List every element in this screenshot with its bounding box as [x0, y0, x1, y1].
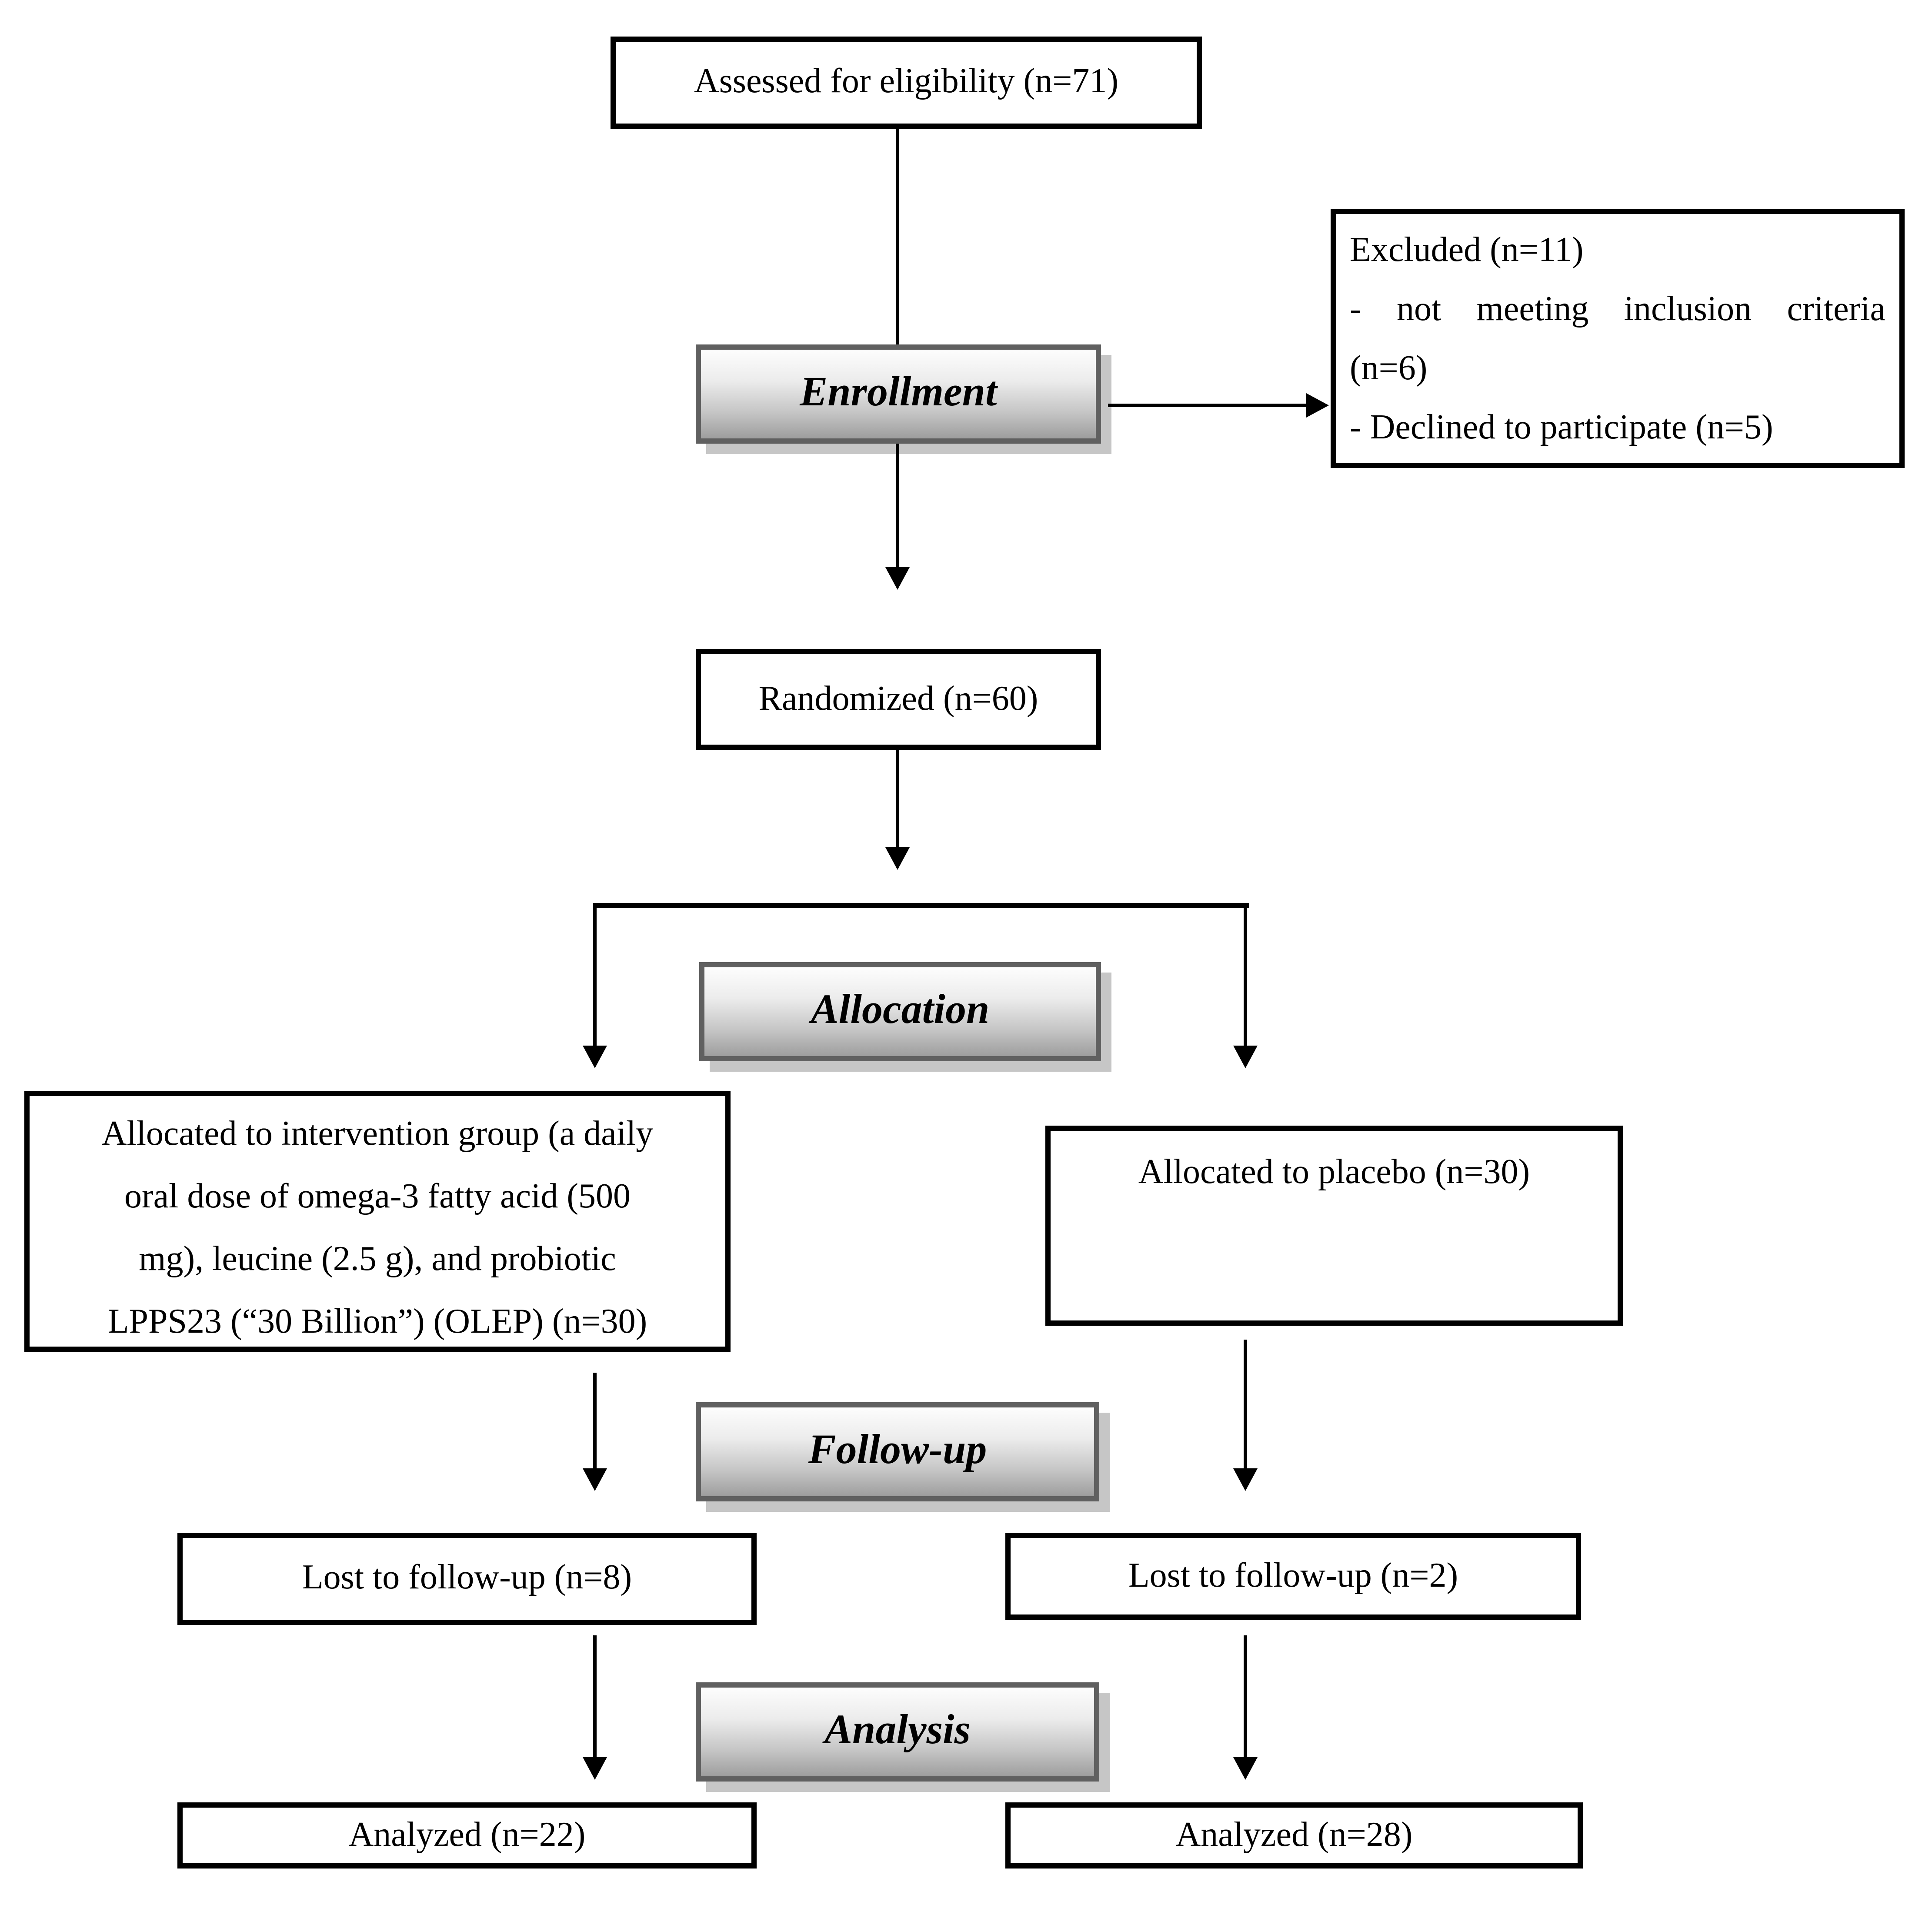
box-allocated-intervention: Allocated to intervention group (a daily…: [24, 1091, 731, 1352]
stage-label-allocation: Allocation: [811, 988, 990, 1033]
arrowhead-allocation-left: [583, 1046, 607, 1068]
stage-label-followup: Follow-up: [808, 1428, 987, 1474]
line-lost-right-to-analyzed: [1244, 1635, 1247, 1757]
box-excluded: Excluded (n=11) - not meeting inclusion …: [1331, 209, 1905, 468]
lost-intervention-label: Lost to follow-up (n=8): [302, 1559, 632, 1597]
box-assessed-eligibility: Assessed for eligibility (n=71): [611, 37, 1202, 129]
stage-box-followup: Follow-up: [696, 1402, 1099, 1501]
intervention-line-1: Allocated to intervention group (a daily: [101, 1115, 654, 1153]
excluded-line-title: Excluded (n=11): [1350, 231, 1584, 270]
arrowhead-lost-right: [1233, 1468, 1258, 1491]
line-randomized-to-branch: [896, 750, 899, 847]
box-analyzed-placebo: Analyzed (n=28): [1005, 1802, 1583, 1869]
excluded-line-declined: - Declined to participate (n=5): [1350, 409, 1773, 447]
arrowhead-analyzed-left: [583, 1757, 607, 1780]
line-branch-left: [593, 908, 597, 1046]
stage-label-enrollment: Enrollment: [800, 371, 997, 416]
line-enrollment-to-excluded: [1108, 404, 1306, 407]
stage-box-allocation: Allocation: [699, 962, 1101, 1061]
line-intervention-to-lost: [593, 1373, 597, 1468]
arrowhead-analyzed-right: [1233, 1757, 1258, 1780]
stage-label-analysis: Analysis: [824, 1708, 971, 1754]
box-randomized: Randomized (n=60): [696, 649, 1101, 750]
intervention-line-2: oral dose of omega-3 fatty acid (500: [124, 1178, 631, 1216]
arrowhead-randomized: [885, 567, 910, 590]
analyzed-placebo-label: Analyzed (n=28): [1175, 1815, 1413, 1854]
stage-box-analysis: Analysis: [696, 1682, 1099, 1782]
intervention-line-3: mg), leucine (2.5 g), and probiotic: [139, 1240, 616, 1279]
intervention-line-4: LPPS23 (“30 Billion”) (OLEP) (n=30): [107, 1303, 647, 1341]
arrowhead-excluded: [1306, 393, 1329, 418]
line-enrollment-to-randomized: [896, 444, 899, 567]
excluded-line-n6: (n=6): [1350, 350, 1428, 388]
lost-placebo-label: Lost to follow-up (n=2): [1128, 1556, 1458, 1594]
line-branch-right: [1244, 908, 1247, 1046]
arrowhead-lost-left: [583, 1468, 607, 1491]
excluded-line-inclusion-criteria: - not meeting inclusion criteria: [1350, 291, 1885, 329]
arrowhead-branch: [885, 847, 910, 870]
line-assessed-to-enrollment: [896, 129, 899, 344]
analyzed-intervention-label: Analyzed (n=22): [348, 1815, 586, 1854]
box-analyzed-intervention: Analyzed (n=22): [177, 1802, 757, 1869]
stage-box-enrollment: Enrollment: [696, 344, 1101, 444]
randomized-label: Randomized (n=60): [758, 679, 1038, 718]
box-lost-intervention: Lost to follow-up (n=8): [177, 1533, 757, 1625]
branch-bar: [593, 903, 1249, 908]
line-lost-left-to-analyzed: [593, 1635, 597, 1757]
assessed-eligibility-label: Assessed for eligibility (n=71): [694, 63, 1119, 101]
placebo-label: Allocated to placebo (n=30): [1138, 1153, 1530, 1192]
arrowhead-allocation-right: [1233, 1046, 1258, 1068]
line-placebo-to-lost: [1244, 1340, 1247, 1468]
box-lost-placebo: Lost to follow-up (n=2): [1005, 1533, 1581, 1620]
box-allocated-placebo: Allocated to placebo (n=30): [1045, 1126, 1623, 1326]
